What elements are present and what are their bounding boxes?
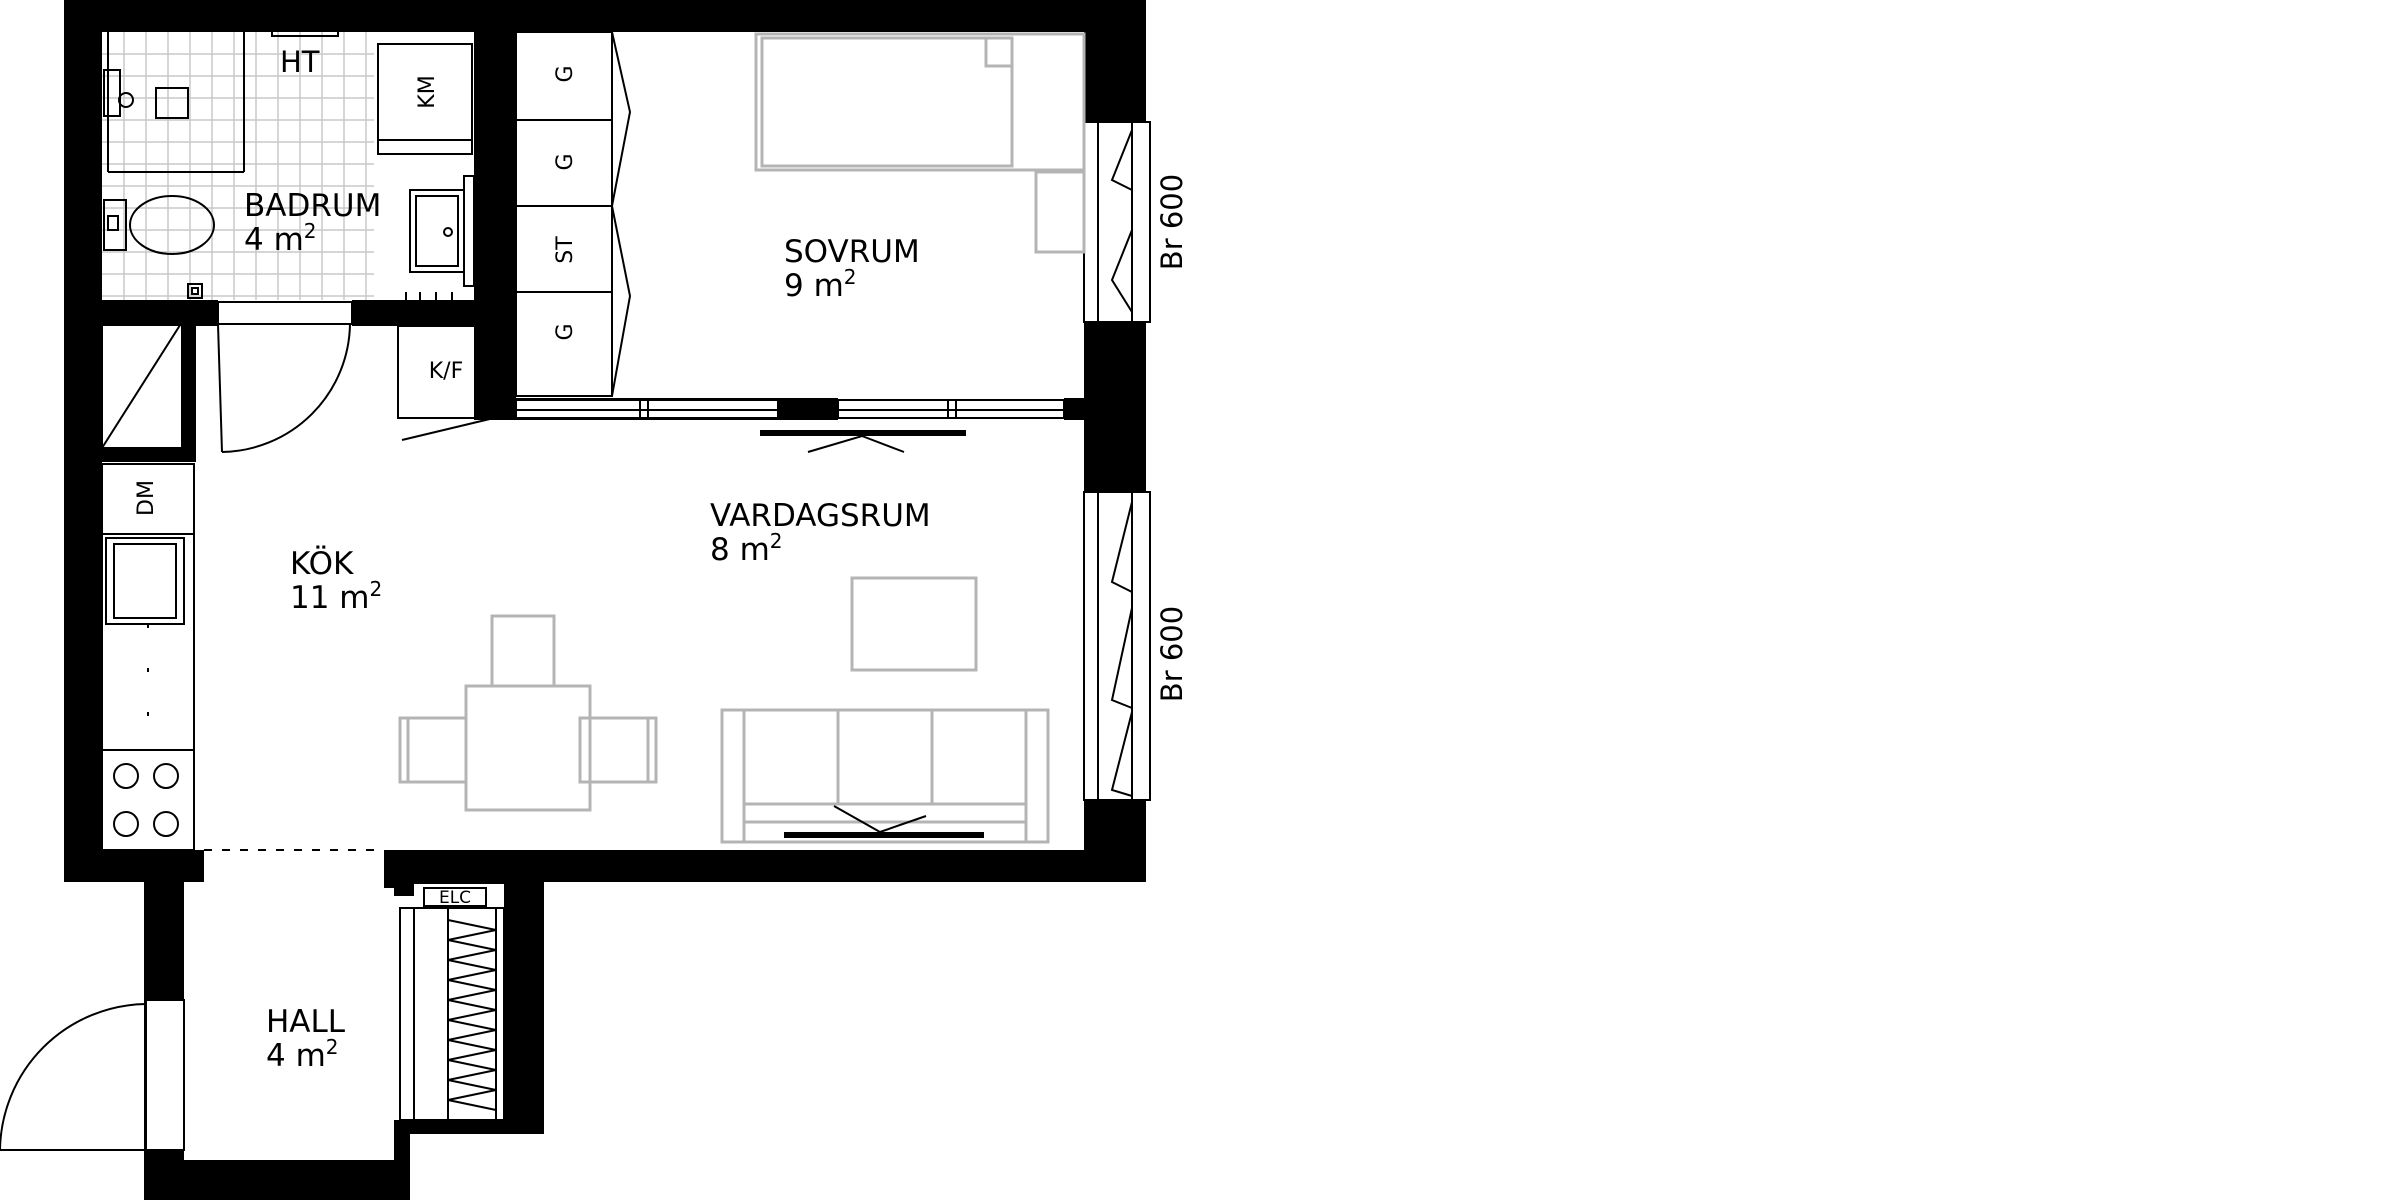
bathroom-sink [409, 175, 475, 287]
shower-enclosure [103, 30, 245, 173]
wardrobe-label-4: G [553, 323, 578, 340]
room-label-hall: HALL 4 m2 [266, 1004, 346, 1074]
room-area-sovrum: 9 m2 [784, 265, 857, 304]
sofa [720, 708, 1050, 844]
wardrobe-label-2: G [553, 153, 578, 170]
room-name-hall: HALL [266, 1004, 346, 1040]
label-dm: DM [134, 480, 159, 516]
room-name-vardagsrum: VARDAGSRUM [710, 498, 931, 534]
hall-wardrobe [399, 907, 505, 1121]
bathroom-tile-floor [102, 32, 374, 300]
walls [64, 0, 1146, 1200]
electrical-cabinet [423, 887, 487, 907]
label-elc: ELC [439, 888, 471, 908]
entrance-door [0, 999, 185, 1151]
kitchen-counter [101, 463, 195, 851]
kitchen-closet [101, 321, 183, 449]
window-label-bedroom: Br 600 [1155, 174, 1189, 270]
wardrobe-label-1: G [553, 65, 578, 82]
room-area-vardagsrum: 8 m2 [710, 529, 783, 568]
bedroom-sliding-door [515, 399, 1065, 419]
bedroom-window [1083, 121, 1151, 323]
room-label-vardagsrum: VARDAGSRUM 8 m2 [710, 498, 931, 568]
window-label-living: Br 600 [1155, 606, 1189, 702]
room-name-kok: KÖK [290, 545, 354, 582]
room-name-sovrum: SOVRUM [784, 234, 920, 270]
bathroom-valve-marks [405, 292, 453, 300]
tv-bedroom [760, 430, 966, 453]
room-area-hall: 4 m2 [266, 1035, 339, 1074]
coffee-table [850, 576, 978, 672]
room-label-kok: KÖK 11 m2 [290, 545, 382, 616]
room-label-sovrum: SOVRUM 9 m2 [784, 234, 920, 304]
room-area-kok: 11 m2 [290, 577, 382, 616]
label-ht: HT [280, 45, 320, 79]
bathroom-door [217, 301, 353, 453]
room-area-badrum: 4 m2 [244, 219, 317, 258]
bed [754, 32, 1086, 254]
room-name-badrum: BADRUM [244, 188, 381, 224]
washing-machine [377, 43, 473, 155]
bedroom-wardrobe [515, 31, 632, 397]
living-window [1083, 491, 1151, 801]
label-km: KM [415, 75, 440, 108]
tv-living [784, 805, 984, 838]
label-kf: K/F [429, 359, 464, 384]
towel-heater [271, 29, 339, 37]
floor-drain [187, 283, 203, 299]
toilet [103, 195, 215, 255]
wardrobe-label-3: ST [553, 236, 578, 264]
dining-set [398, 614, 658, 812]
fridge-freezer [397, 325, 495, 441]
room-label-badrum: BADRUM 4 m2 [244, 188, 381, 258]
